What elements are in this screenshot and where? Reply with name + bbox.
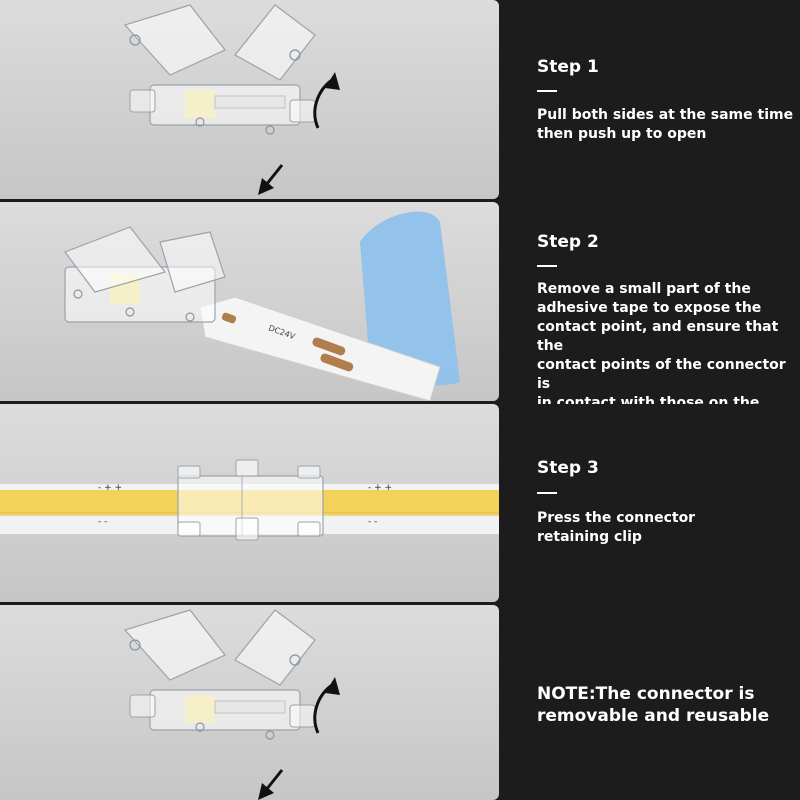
step-2-line-1: Remove a small part of the bbox=[537, 281, 751, 297]
step-2-divider bbox=[537, 265, 557, 267]
open-connector-illustration bbox=[123, 4, 340, 195]
step-2-photo: DC24V bbox=[0, 202, 499, 401]
step-1-photo bbox=[0, 0, 499, 199]
step-2-line-2: adhesive tape to expose the bbox=[537, 300, 762, 316]
step-1-description: Pull both sides at the same time then pu… bbox=[537, 106, 795, 144]
step-1-divider bbox=[537, 90, 557, 92]
note-section: NOTE:The connector is removable and reus… bbox=[0, 605, 800, 800]
svg-text:- -: - - bbox=[98, 517, 107, 527]
step-2-section: DC24V Step 2 Remove a small part of the … bbox=[0, 202, 800, 430]
step-2-text-panel: Step 2 Remove a small part of the adhesi… bbox=[499, 202, 800, 430]
step-1-line-1: Pull both sides at the same time bbox=[537, 107, 794, 123]
svg-text:- + +: - + + bbox=[98, 483, 122, 493]
note-photo bbox=[0, 605, 499, 800]
step-1-text-panel: Step 1 Pull both sides at the same time … bbox=[499, 0, 800, 199]
joined-strips-illustration: - + + - - - + + - - bbox=[0, 459, 499, 541]
down-arrow-icon bbox=[258, 164, 284, 195]
step-3-line-1: Press the connector bbox=[537, 510, 696, 526]
svg-text:- -: - - bbox=[368, 517, 377, 527]
down-arrow-icon bbox=[258, 769, 284, 800]
note-line-2: removable and reusable bbox=[537, 706, 770, 726]
step-3-text-panel: Step 3 Press the connector retaining cli… bbox=[499, 404, 800, 602]
note-text-panel: NOTE:The connector is removable and reus… bbox=[499, 605, 800, 800]
up-arrow-icon bbox=[313, 677, 340, 734]
step-3-section: - + + - - - + + - - Step 3 Press th bbox=[0, 404, 800, 602]
step-3-line-2: retaining clip bbox=[537, 529, 642, 545]
step-2-line-4: contact points of the connector is bbox=[537, 357, 786, 392]
step-1-title: Step 1 bbox=[537, 57, 599, 77]
note-line-1: NOTE:The connector is bbox=[537, 684, 755, 704]
svg-text:- + +: - + + bbox=[368, 483, 392, 493]
step-3-photo: - + + - - - + + - - bbox=[0, 404, 499, 602]
step-2-title: Step 2 bbox=[537, 232, 599, 252]
step-3-title: Step 3 bbox=[537, 458, 599, 478]
step-1-line-2: then push up to open bbox=[537, 126, 707, 142]
step-1-section: Step 1 Pull both sides at the same time … bbox=[0, 0, 800, 199]
step-3-description: Press the connector retaining clip bbox=[537, 509, 795, 547]
reopened-connector-illustration bbox=[123, 609, 340, 800]
note-text: NOTE:The connector is removable and reus… bbox=[537, 683, 795, 727]
step-2-line-3: contact point, and ensure that the bbox=[537, 319, 779, 354]
strip-insertion-illustration: DC24V bbox=[64, 211, 460, 401]
step-3-divider bbox=[537, 492, 557, 494]
up-arrow-icon bbox=[313, 72, 340, 129]
